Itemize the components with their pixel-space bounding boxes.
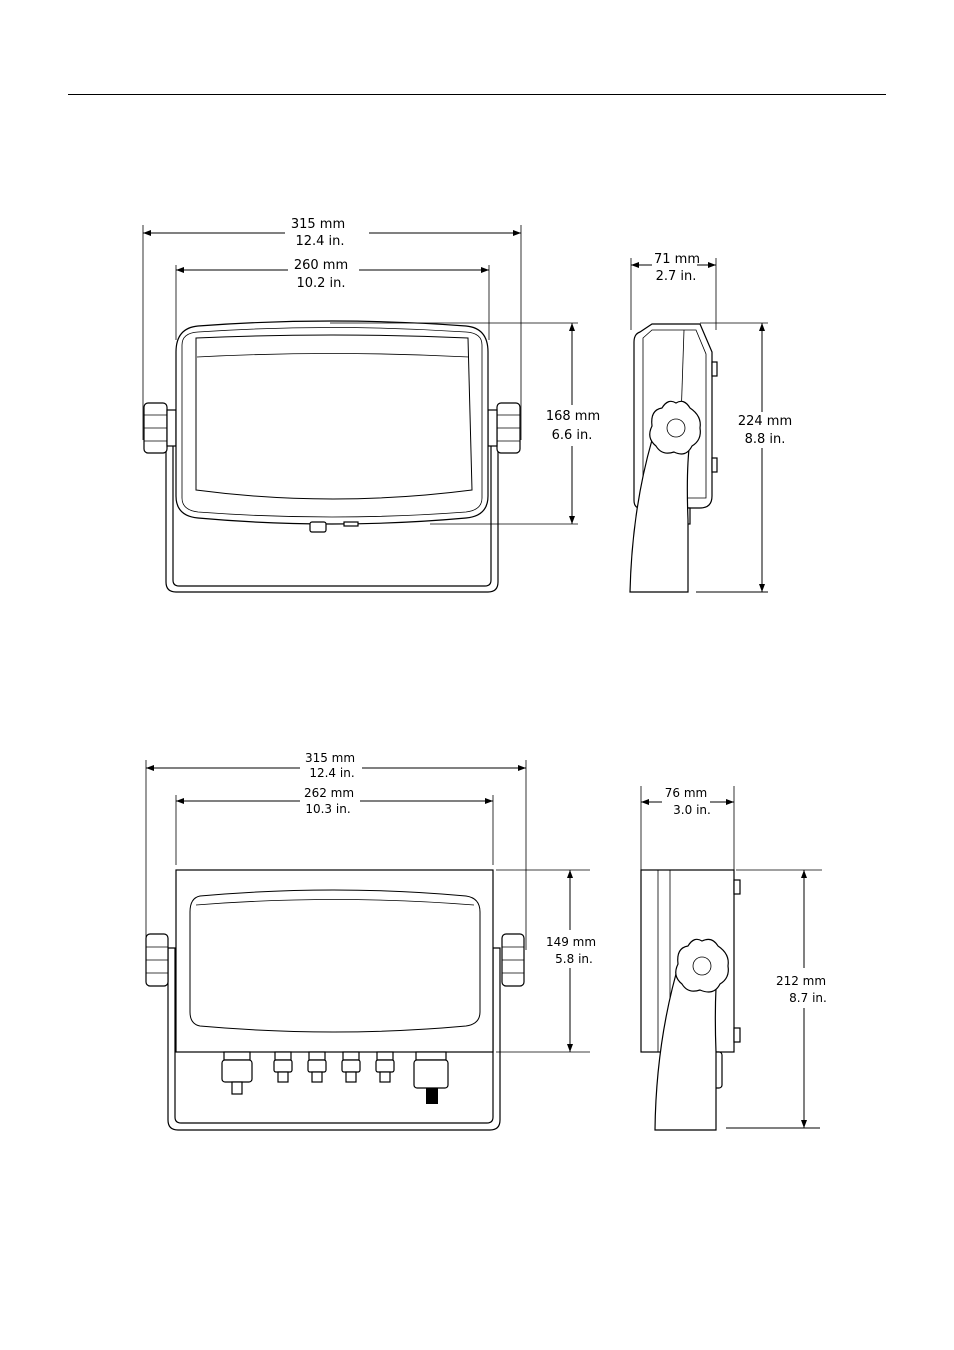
upper-overall-height-mm: 224 mm	[738, 414, 792, 429]
upper-side-depth-in: 2.7 in.	[656, 269, 697, 284]
lower-overall-width-mm: 315 mm	[305, 751, 355, 765]
lower-housing-height-in: 5.8 in.	[555, 952, 593, 966]
right-knob	[488, 403, 520, 453]
left-knob	[144, 403, 176, 453]
upper-overall-width-mm: 315 mm	[291, 217, 345, 232]
lower-side-depth-in: 3.0 in.	[673, 803, 711, 817]
lower-left-knob	[146, 934, 168, 986]
upper-housing-height-in: 6.6 in.	[552, 428, 593, 443]
lower-side-view	[641, 786, 822, 1130]
lower-housing-width-mm: 262 mm	[304, 786, 354, 800]
lower-right-knob	[502, 934, 524, 986]
upper-housing-width-mm: 260 mm	[294, 258, 348, 273]
lower-housing-width-in: 10.3 in.	[305, 802, 350, 816]
lower-overall-height-in: 8.7 in.	[789, 991, 827, 1005]
upper-overall-height-in: 8.8 in.	[745, 432, 786, 447]
cable-glands	[222, 1052, 448, 1104]
upper-housing-width-in: 10.2 in.	[296, 276, 345, 291]
upper-side-depth-mm: 71 mm	[654, 252, 700, 267]
lower-front-view	[146, 760, 590, 1130]
lower-housing-height-mm: 149 mm	[546, 935, 596, 949]
upper-housing-height-mm: 168 mm	[546, 409, 600, 424]
lower-overall-width-in: 12.4 in.	[309, 766, 354, 780]
upper-front-view	[143, 225, 578, 592]
lower-overall-height-mm: 212 mm	[776, 974, 826, 988]
upper-overall-width-in: 12.4 in.	[295, 234, 344, 249]
lower-side-depth-mm: 76 mm	[665, 786, 707, 800]
